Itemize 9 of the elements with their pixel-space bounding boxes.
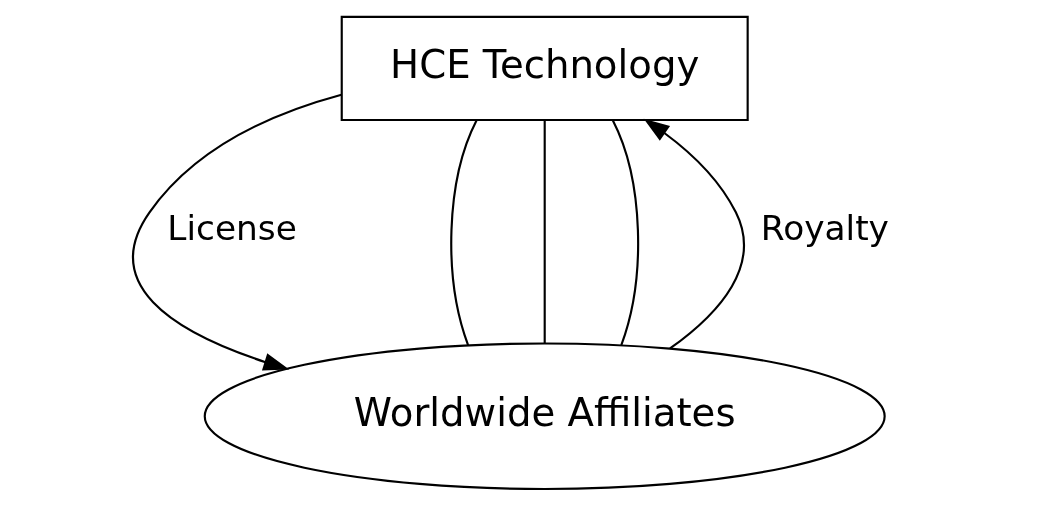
connector <box>611 120 639 346</box>
node-box: HCE Technology <box>340 15 749 122</box>
edge-label: Royalty <box>760 207 889 248</box>
connector <box>449 120 477 346</box>
arrow <box>131 93 342 371</box>
edge-label: License <box>166 207 297 248</box>
node-ellipse: Worldwide Affiliates <box>203 342 886 491</box>
arrow <box>643 118 745 350</box>
connector <box>543 120 546 344</box>
